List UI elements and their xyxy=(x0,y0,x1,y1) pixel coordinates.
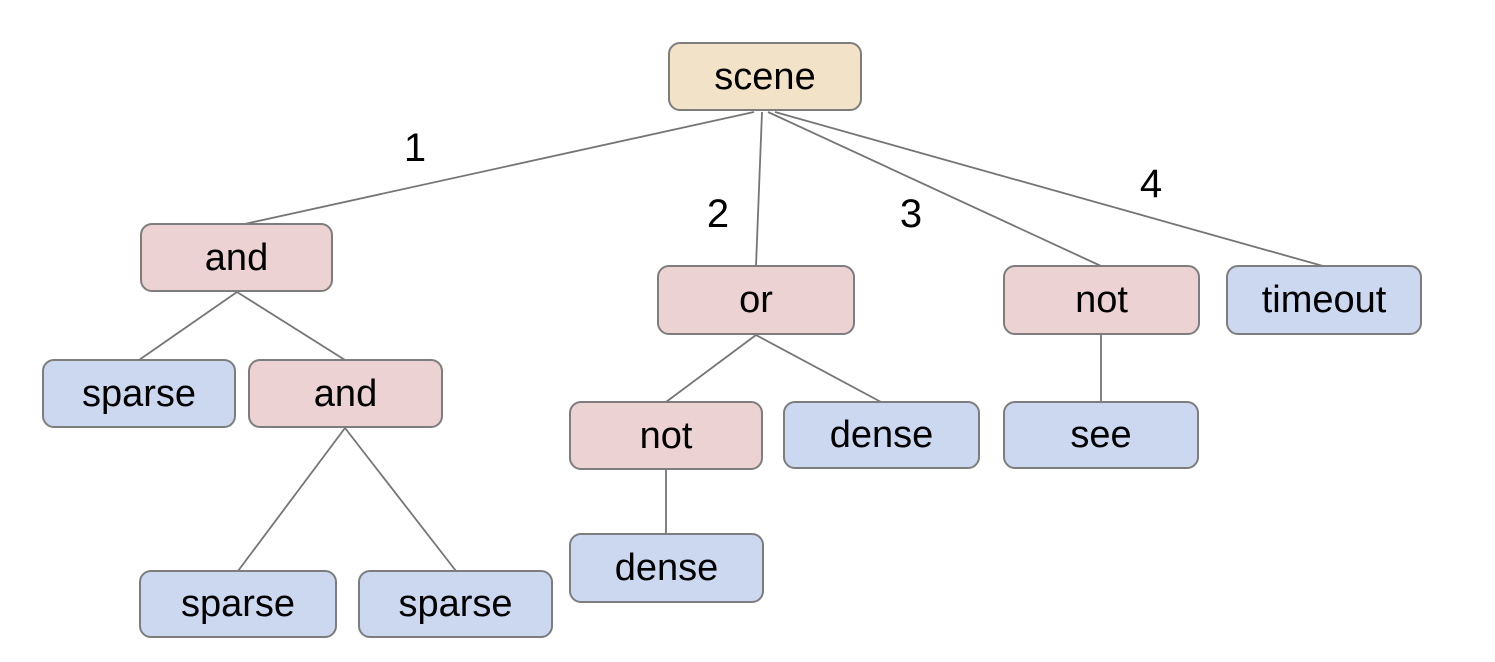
node-not-1: not xyxy=(1003,265,1200,335)
edge-scene-or xyxy=(755,111,763,267)
node-not-2: not xyxy=(569,401,763,470)
node-sparse-1: sparse xyxy=(42,359,236,428)
edge-and2-sparse-left xyxy=(237,427,346,572)
edge-or-not xyxy=(665,334,757,403)
edge-label-1: 1 xyxy=(403,126,427,170)
node-scene: scene xyxy=(668,42,862,111)
node-timeout: timeout xyxy=(1226,265,1422,335)
edge-scene-timeout xyxy=(774,111,1324,267)
node-or-1: or xyxy=(657,265,855,335)
edge-label-2: 2 xyxy=(706,192,730,236)
edge-and2-sparse-right xyxy=(344,427,457,572)
edge-or-dense xyxy=(755,334,882,403)
edge-label-3: 3 xyxy=(899,192,923,236)
node-see: see xyxy=(1003,401,1199,469)
edge-scene-not xyxy=(767,111,1102,267)
node-dense-2: dense xyxy=(569,533,764,603)
edge-and-sparse xyxy=(138,291,238,361)
node-and-2: and xyxy=(248,359,443,428)
edge-scene-and xyxy=(239,111,755,226)
edge-and-and xyxy=(236,291,346,361)
edge-label-4: 4 xyxy=(1139,162,1163,206)
node-dense-1: dense xyxy=(783,401,980,469)
node-and-1: and xyxy=(140,223,333,292)
node-sparse-2: sparse xyxy=(139,570,337,638)
node-sparse-3: sparse xyxy=(358,570,553,638)
